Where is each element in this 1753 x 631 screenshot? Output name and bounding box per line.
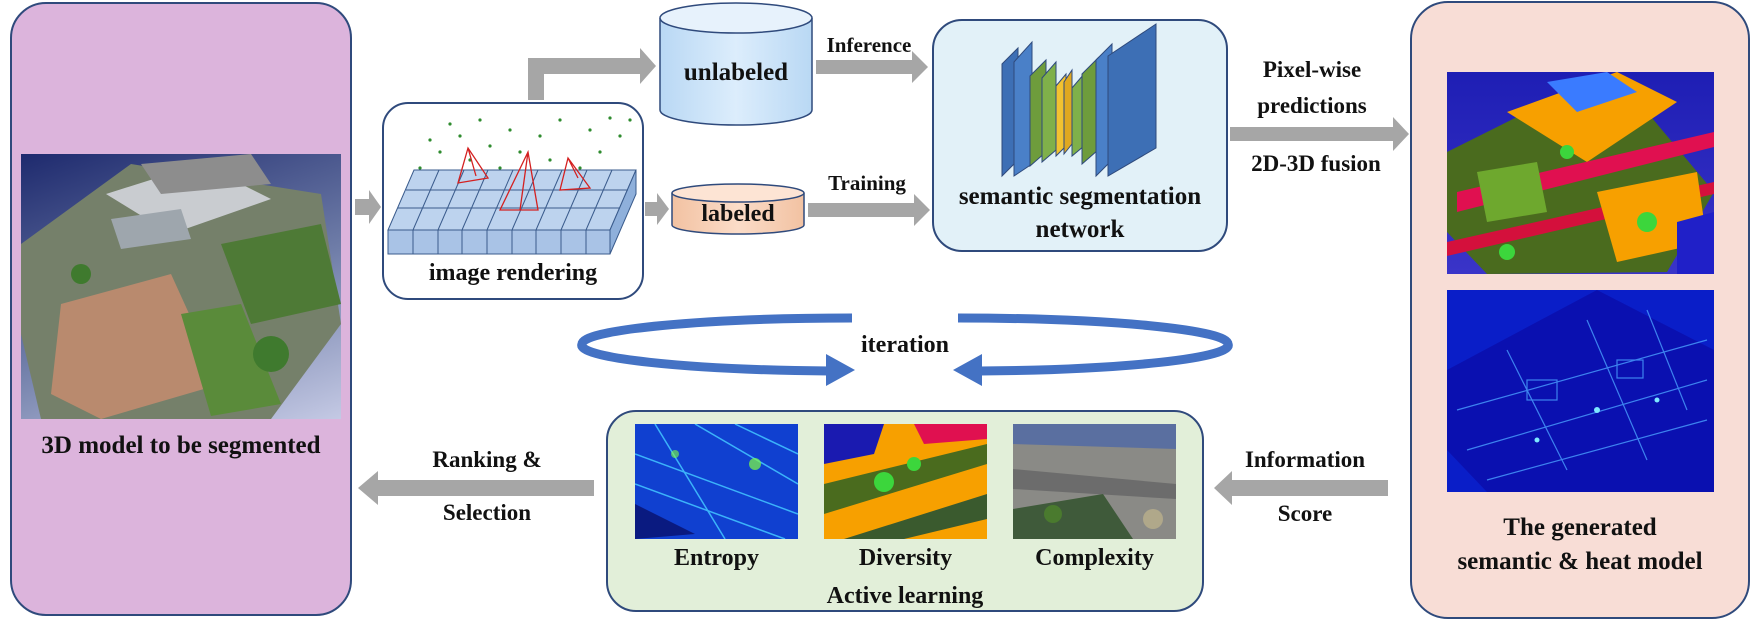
labeled-label: labeled bbox=[701, 201, 775, 227]
unlabeled-cylinder bbox=[659, 2, 813, 126]
arrow-pixel-wise bbox=[1230, 117, 1409, 151]
entropy-label: Entropy bbox=[674, 545, 759, 571]
information-label-line1: Information bbox=[1244, 447, 1366, 472]
pixel-wise-label-line1: Pixel-wise bbox=[1262, 57, 1362, 82]
iteration-label: iteration bbox=[861, 332, 949, 358]
ranking-label-line1: Ranking & bbox=[432, 447, 542, 472]
arrow-ranking-selection bbox=[358, 471, 594, 505]
complexity-image bbox=[1013, 424, 1176, 539]
output-caption-line1: The generated bbox=[1503, 514, 1657, 541]
active-learning-title: Active learning bbox=[826, 583, 984, 609]
arrow-model-to-rendering bbox=[355, 190, 381, 224]
arrow-information-score bbox=[1214, 471, 1388, 505]
unlabeled-label: unlabeled bbox=[683, 59, 789, 86]
arrow-training bbox=[808, 194, 930, 226]
network-label-line2: network bbox=[1035, 216, 1125, 243]
arrow-inference bbox=[816, 51, 928, 83]
inference-label: Inference bbox=[826, 33, 912, 57]
arrow-rendering-to-labeled bbox=[645, 193, 669, 225]
tile-grid bbox=[387, 169, 637, 255]
camera-dots bbox=[418, 116, 632, 170]
complexity-label: Complexity bbox=[1035, 545, 1154, 571]
input-model-caption: 3D model to be segmented bbox=[41, 432, 321, 459]
image-rendering-label: image rendering bbox=[428, 260, 598, 286]
network-label-line1: semantic segmentation bbox=[958, 183, 1202, 210]
heat-model-image bbox=[1447, 290, 1714, 492]
ranking-label-line2: Selection bbox=[442, 500, 532, 525]
iteration-ring bbox=[577, 313, 1233, 386]
diversity-label: Diversity bbox=[858, 545, 953, 571]
information-label-line2: Score bbox=[1277, 501, 1333, 526]
labeled-cylinder bbox=[671, 183, 805, 235]
fusion-label: 2D-3D fusion bbox=[1251, 151, 1381, 176]
arrow-rendering-to-unlabeled bbox=[528, 48, 656, 100]
training-label: Training bbox=[828, 171, 906, 195]
camera-frustums bbox=[457, 146, 592, 211]
3d-model-image bbox=[21, 154, 341, 419]
entropy-image bbox=[635, 424, 798, 539]
output-caption-line2: semantic & heat model bbox=[1457, 548, 1703, 575]
pixel-wise-label-line2: predictions bbox=[1257, 93, 1367, 118]
diversity-image bbox=[824, 424, 987, 539]
semantic-model-image bbox=[1447, 72, 1714, 274]
network-layers bbox=[1001, 23, 1157, 178]
